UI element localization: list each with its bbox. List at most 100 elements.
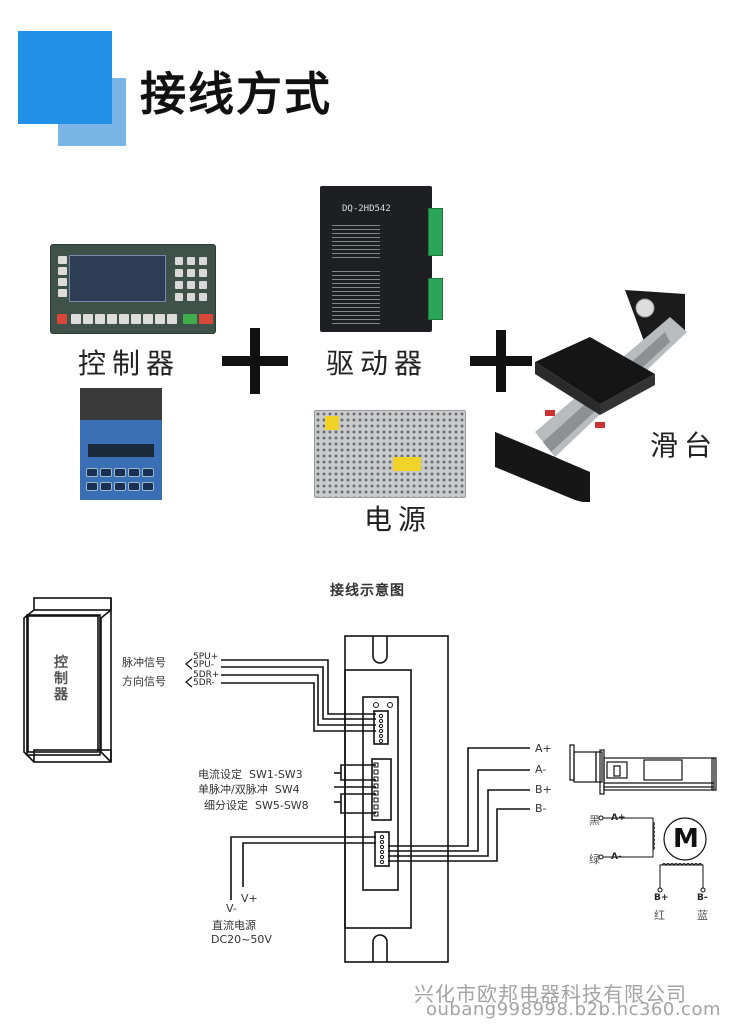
power-label: 电源 (364, 503, 433, 536)
numpad-key (175, 269, 183, 277)
controller-alt-key (142, 482, 154, 491)
power-motor-connector (374, 831, 390, 867)
f1-key (58, 256, 67, 264)
switch-brackets (334, 764, 376, 814)
power-supply-image (314, 410, 466, 498)
f4-key (58, 289, 67, 297)
controller-alt-key (142, 468, 154, 477)
numpad-key (175, 293, 183, 301)
power-wires (230, 836, 376, 900)
rail-end-plate-front (495, 432, 590, 502)
controller-alt-key (114, 482, 126, 491)
driver-model-text: DQ-2HD542 (342, 204, 391, 214)
numpad-key (175, 257, 183, 265)
numpad-key (175, 281, 183, 289)
controller-alt-key (114, 468, 126, 477)
pin-5pu-plus: 5PU+ (193, 652, 219, 662)
microstep-setting-label: 细分设定 SW5-SW8 (204, 799, 309, 812)
controller-alt-key (100, 468, 112, 477)
function-key (143, 314, 153, 324)
numpad-key (187, 269, 195, 277)
controller-label: 控制器 (78, 347, 181, 380)
plus-sign (222, 328, 288, 394)
psu-label-sticker (393, 457, 421, 471)
wire-color-blue: 蓝 (697, 909, 708, 922)
diagram-controller-label: 控制器 (54, 655, 68, 703)
diagram-slide-motor (569, 744, 717, 795)
watermark-url: oubang998998.b2b.hc360.com (426, 999, 721, 1020)
controller-alt-body (80, 420, 162, 500)
slide-label: 滑台 (650, 429, 719, 462)
page-title: 接线方式 (140, 67, 332, 121)
function-key (95, 314, 105, 324)
plus-sign (470, 330, 532, 392)
pulse-signal-label: 脉冲信号 (122, 656, 166, 669)
motor-b-minus: B- (697, 893, 708, 903)
driver-signal-terminal (428, 208, 443, 256)
pin-5dr-minus: 5DR- (193, 678, 215, 688)
reset-key (199, 314, 213, 324)
motor-a-minus: A- (611, 852, 622, 862)
signal-connector (373, 710, 389, 745)
controller-alt-display (88, 444, 154, 457)
driver-power-terminal (428, 278, 443, 320)
numpad-key (199, 281, 207, 289)
stop-key (57, 314, 67, 324)
numpad-key (187, 281, 195, 289)
function-key (107, 314, 117, 324)
function-key (131, 314, 141, 324)
diagram-driver-body (344, 635, 449, 963)
v-minus-label: V- (226, 902, 237, 915)
function-key (155, 314, 165, 324)
slide-table-top (535, 337, 655, 404)
dip-switch-block (371, 758, 392, 821)
wire-color-green: 绿 (589, 853, 600, 866)
controller-alt-top-vent (80, 388, 162, 420)
function-key (83, 314, 93, 324)
numpad-key (199, 293, 207, 301)
function-key (167, 314, 177, 324)
controller-lcd-screen (69, 255, 166, 302)
numpad-key (199, 269, 207, 277)
motor-b-plus: B+ (654, 893, 669, 903)
output-b-plus: B+ (535, 783, 552, 796)
motor-wires (388, 747, 530, 862)
watermark-company: 兴化市欧邦电器科技有限公司 (414, 982, 687, 1006)
motor-schematic (598, 815, 707, 893)
driver-device-image: DQ-2HD542 (320, 186, 443, 332)
diagram-title: 接线示意图 (330, 583, 405, 599)
numpad-key (199, 257, 207, 265)
controller-alt-key (100, 482, 112, 491)
controller-device-image (50, 244, 216, 334)
wire-color-red: 红 (654, 909, 665, 922)
psu-sticker (325, 416, 339, 430)
controller-device-alt-image (80, 388, 162, 500)
dc-voltage-range: DC20~50V (211, 933, 272, 946)
driver-current-table (332, 222, 380, 258)
driver-label: 驱动器 (326, 347, 429, 380)
numpad-key (187, 293, 195, 301)
motor-a-plus: A+ (611, 813, 626, 823)
pin-5pu-minus: 5PU- (193, 660, 214, 670)
function-key (119, 314, 129, 324)
slide-rail-image (495, 290, 687, 502)
dc-power-label: 直流电源 (212, 919, 256, 932)
signal-wires (221, 659, 376, 732)
f3-key (58, 278, 67, 286)
f2-key (58, 267, 67, 275)
pulse-mode-label: 单脉冲/双脉冲 SW4 (198, 783, 300, 796)
output-a-minus: A- (535, 763, 547, 776)
numpad-key (187, 257, 195, 265)
diagram-controller-box (23, 597, 112, 763)
output-b-minus: B- (535, 802, 547, 815)
motor-symbol: M (673, 824, 699, 854)
function-key (71, 314, 81, 324)
driver-microstep-table (332, 268, 380, 324)
current-setting-label: 电流设定 SW1-SW3 (198, 768, 303, 781)
header-accent-square (18, 31, 112, 124)
controller-alt-key (128, 482, 140, 491)
direction-signal-label: 方向信号 (122, 675, 166, 688)
start-key (183, 314, 197, 324)
controller-alt-key (86, 482, 98, 491)
